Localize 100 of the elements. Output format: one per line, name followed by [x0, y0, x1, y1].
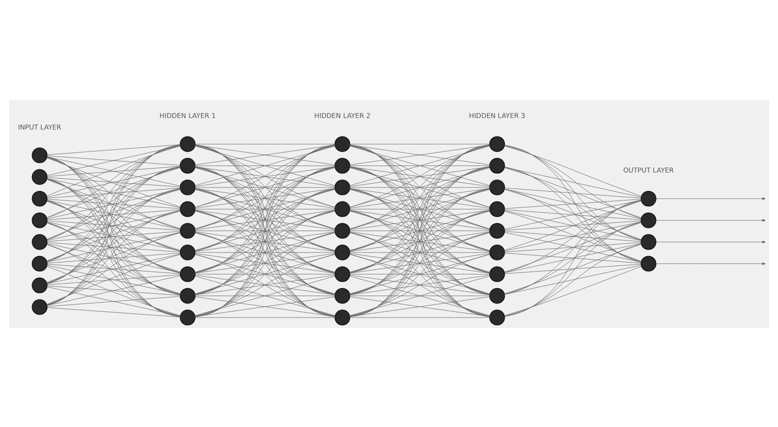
- node-circle: [32, 190, 48, 206]
- connector: [46, 166, 181, 218]
- node-circle: [640, 190, 656, 206]
- connector: [194, 145, 336, 207]
- connector: [504, 221, 642, 316]
- connector: [504, 145, 642, 196]
- connector: [46, 200, 181, 250]
- node-circle: [32, 234, 48, 250]
- connector: [504, 252, 642, 263]
- connector: [46, 243, 180, 316]
- connector: [46, 274, 180, 306]
- node-circle: [640, 234, 656, 250]
- connector: [46, 144, 180, 176]
- connector: [350, 166, 490, 273]
- node-circle: [640, 212, 656, 228]
- connector: [350, 274, 490, 295]
- connector: [504, 208, 642, 220]
- connector: [504, 243, 642, 316]
- connector: [194, 188, 336, 229]
- connector: [46, 242, 180, 272]
- connector: [350, 144, 490, 251]
- connector: [194, 165, 335, 166]
- connector: [46, 221, 180, 251]
- connector: [47, 252, 180, 263]
- connector: [46, 210, 180, 283]
- connector: [46, 200, 180, 294]
- connector: [349, 210, 490, 250]
- connector: [504, 230, 642, 242]
- connector: [47, 263, 180, 274]
- connector: [46, 264, 180, 294]
- connector: [350, 296, 490, 316]
- node-circle: [180, 309, 196, 325]
- connector: [194, 232, 336, 294]
- connector: [349, 275, 490, 316]
- node-circle: [180, 244, 196, 260]
- connector: [46, 157, 181, 207]
- connector: [194, 209, 336, 230]
- connector: [46, 178, 180, 208]
- connector: [504, 199, 642, 316]
- connector: [46, 178, 181, 228]
- node-circle: [489, 136, 505, 152]
- node-circle: [32, 277, 48, 293]
- connector: [194, 210, 336, 250]
- connector: [349, 254, 490, 294]
- connector: [46, 166, 180, 284]
- node-circle: [180, 200, 196, 216]
- connector: [46, 210, 180, 240]
- connector: [349, 253, 490, 316]
- connector: [46, 266, 181, 316]
- node-circle: [334, 157, 350, 174]
- connector: [504, 221, 642, 251]
- connector: [46, 156, 180, 273]
- connector: [194, 144, 336, 229]
- connector: [504, 221, 642, 294]
- node-circle: [32, 168, 48, 184]
- node-circle: [32, 298, 48, 314]
- connector: [504, 242, 642, 272]
- connector: [350, 143, 490, 144]
- connector: [194, 231, 336, 252]
- node-circle: [489, 157, 505, 174]
- connector: [504, 188, 642, 262]
- connector: [46, 156, 180, 251]
- connector: [46, 188, 180, 262]
- connector: [46, 210, 180, 305]
- connector: [350, 295, 490, 296]
- node-circle: [489, 288, 505, 304]
- connector: [350, 166, 490, 251]
- connector: [194, 273, 335, 274]
- connector: [194, 166, 336, 186]
- connector: [504, 188, 642, 219]
- node-circle: [489, 309, 505, 325]
- connector: [46, 166, 180, 262]
- connector: [349, 166, 490, 229]
- connector: [504, 200, 642, 250]
- connector: [504, 266, 642, 316]
- connector: [504, 144, 642, 240]
- node-circle: [180, 222, 196, 238]
- node-circle: [32, 212, 48, 228]
- connector: [350, 210, 490, 316]
- node-circle: [180, 179, 196, 195]
- connector: [194, 166, 336, 207]
- connector: [350, 165, 490, 166]
- connector: [46, 232, 181, 282]
- connector: [194, 231, 336, 316]
- connector: [194, 144, 336, 165]
- connector: [47, 242, 180, 252]
- connector: [504, 187, 642, 198]
- connector: [47, 187, 180, 198]
- connector: [47, 198, 180, 208]
- connector: [46, 200, 180, 316]
- node-circle: [489, 266, 505, 282]
- connector: [46, 222, 180, 316]
- connector: [46, 232, 180, 262]
- connector: [504, 242, 642, 252]
- connector: [195, 144, 336, 251]
- connector: [504, 264, 642, 294]
- connector: [504, 200, 642, 294]
- connector: [504, 220, 642, 230]
- node-circle: [334, 244, 350, 260]
- connector: [504, 222, 642, 272]
